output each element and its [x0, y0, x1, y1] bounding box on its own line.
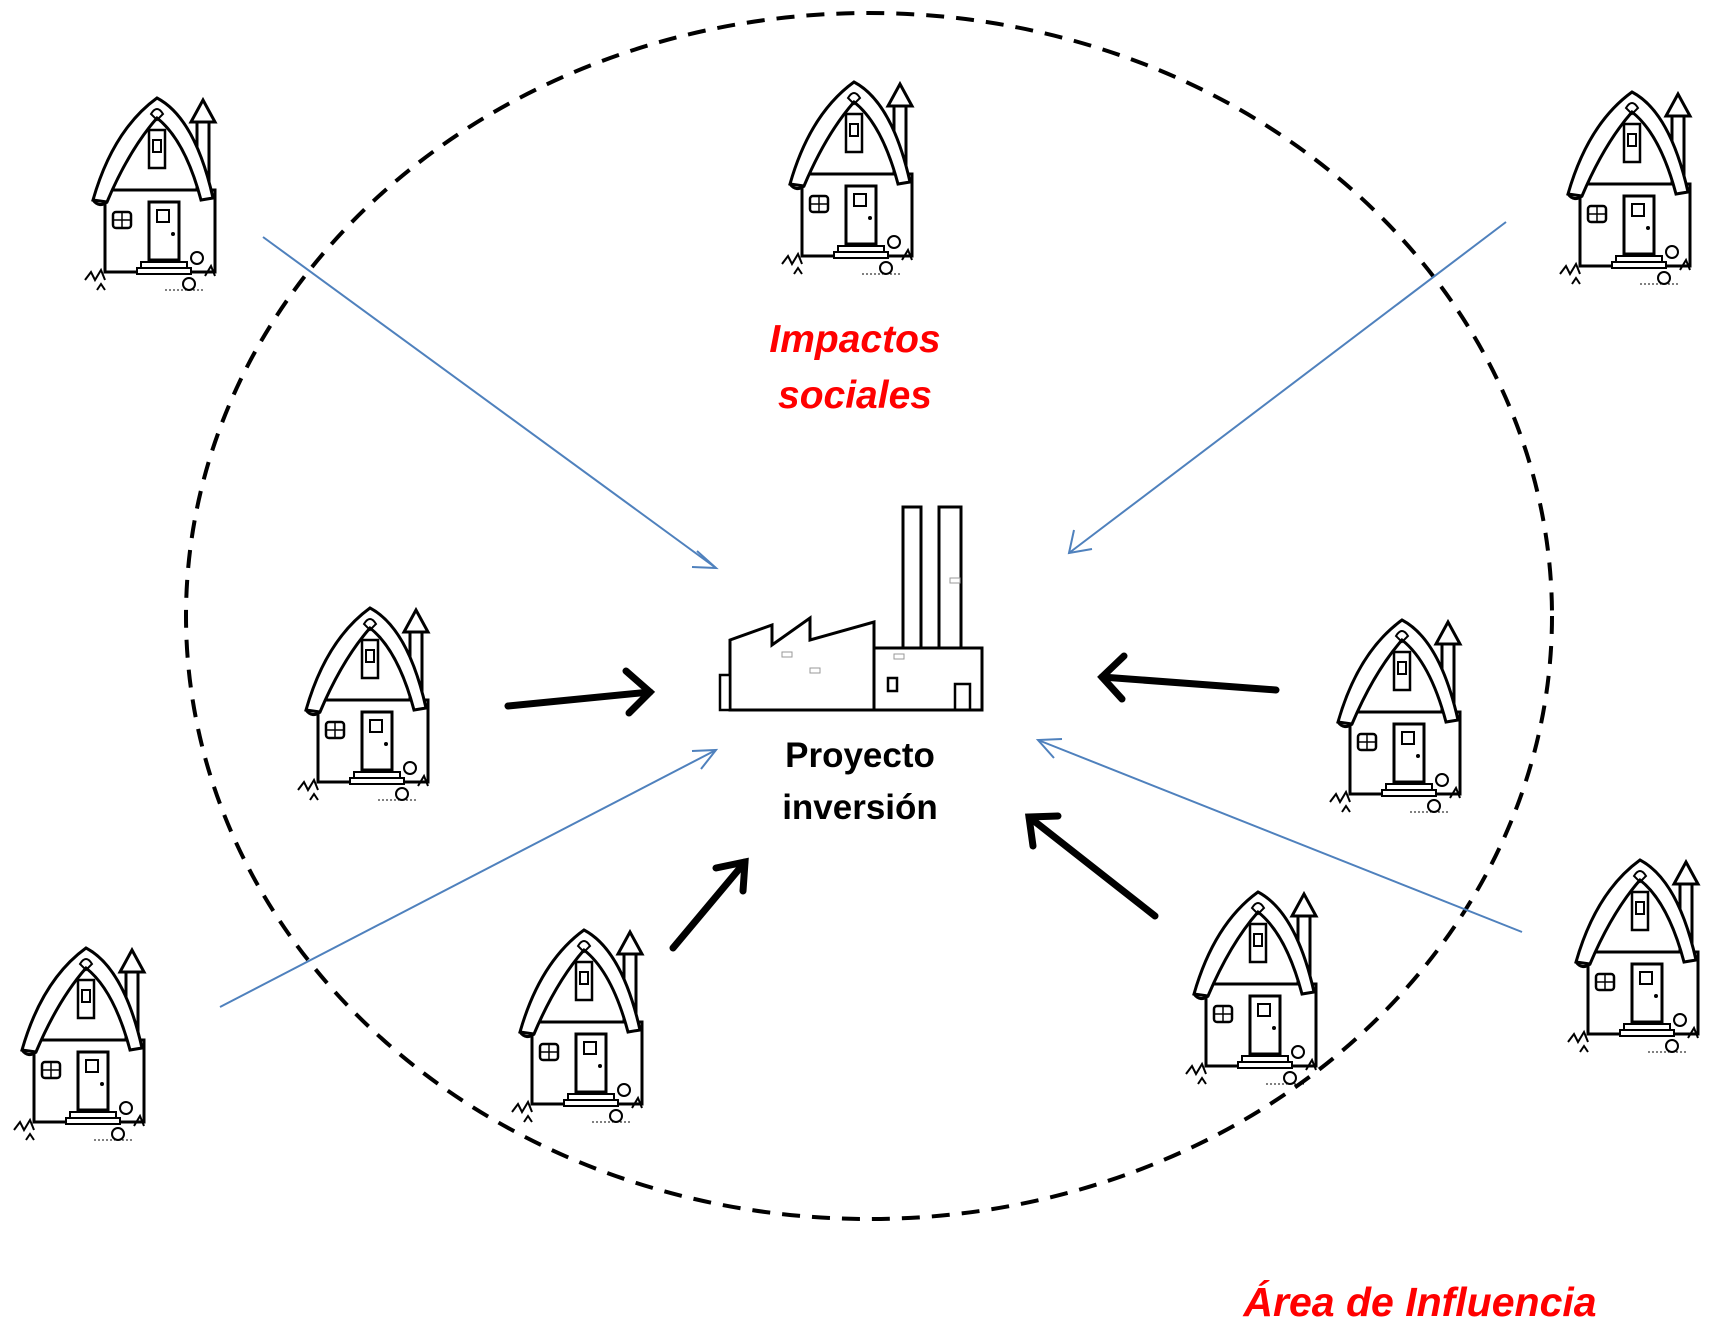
house-icon: [780, 80, 914, 276]
house-icon: [1558, 90, 1692, 286]
thick-arrow: [1025, 812, 1159, 920]
house-icon: [12, 946, 146, 1142]
influence-area-boundary: [184, 11, 1554, 1221]
house-icon: [83, 96, 217, 292]
thin-arrow: [219, 748, 719, 1008]
thin-arrow: [1067, 221, 1507, 555]
house-icon: [1184, 890, 1318, 1086]
thick-arrow: [1097, 652, 1280, 703]
house-icon: [1566, 858, 1700, 1054]
house-icon: [1328, 618, 1462, 814]
thick-arrow: [504, 667, 656, 717]
factory-icon: [718, 505, 984, 712]
thick-arrow: [669, 857, 749, 952]
house-icon: [510, 928, 644, 1124]
project-label-line2: inversión: [782, 788, 938, 827]
house-icon: [296, 606, 430, 802]
influence-area-label: Área de Influencia: [1243, 1279, 1597, 1325]
thin-arrow: [262, 236, 719, 570]
project-label-line1: Proyecto: [785, 736, 935, 775]
impacts-label-line2: sociales: [778, 374, 932, 417]
impacts-label-line1: Impactos: [769, 318, 941, 361]
thin-arrow: [1035, 738, 1523, 933]
